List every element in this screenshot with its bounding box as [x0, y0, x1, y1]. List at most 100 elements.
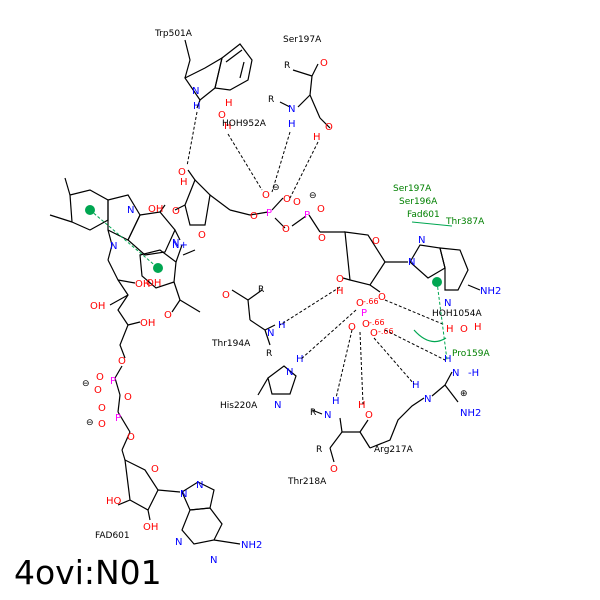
thr218-og-h: H — [358, 400, 366, 411]
ser-og-h-atom: H — [313, 132, 321, 143]
fad-bridge-o: O — [124, 392, 132, 403]
thr218a-residue — [311, 409, 371, 463]
lig-ribose2-o2: O — [336, 274, 344, 285]
lig-ribose-o: O — [198, 230, 206, 241]
his-ne2: N — [286, 367, 293, 378]
ser-n-r-group: R — [268, 95, 274, 105]
thr218-og-atom: O — [365, 410, 373, 421]
hydrogen-bonds — [186, 111, 446, 405]
thr218-r-group: R — [310, 408, 316, 418]
lig-adenine-nh2: NH2 — [480, 286, 501, 297]
thr218a-label: Thr218A — [287, 477, 327, 487]
fad-ribose-oh2: OH — [143, 522, 158, 533]
fad-p2-o3: O — [127, 432, 135, 443]
lig-o5: O — [250, 211, 258, 222]
side-oh: OH — [146, 278, 161, 289]
ser197a-label: Ser197A — [283, 35, 322, 45]
his-h-atom: H — [296, 354, 304, 365]
fad-p1-o2: O — [94, 385, 102, 396]
hoh952a-label: HOH952A — [222, 119, 267, 129]
fad-ribose-oh1: HO — [106, 496, 122, 507]
hydrophobic-ser197a: Ser197A — [393, 184, 432, 194]
fad-p2: P — [115, 413, 121, 424]
ser-carbonyl-o: O — [320, 58, 328, 69]
diagram-title: 4ovi:N01 — [14, 553, 162, 592]
arg217a-label: Arg217A — [374, 445, 414, 455]
hydrophobic-pro159a: Pro159A — [452, 349, 490, 359]
trp501a-residue — [184, 39, 253, 109]
lig-ribose-oh-h: H — [180, 177, 188, 188]
fad-p2-o2: O — [98, 419, 106, 430]
arg-ne: N — [424, 394, 431, 405]
lig-p2-o3: O — [318, 233, 326, 244]
flavin-ring-system — [49, 177, 181, 261]
phos-p: P — [361, 308, 367, 319]
fad-p2-o1: O — [98, 403, 106, 414]
ligand-adenosine — [342, 231, 481, 293]
lig-p1-o: O — [262, 190, 270, 201]
lig-adenine-n1: N — [444, 298, 451, 309]
lig-p2-charge: ⊖ — [309, 191, 317, 201]
his220a-label: His220A — [220, 401, 258, 411]
arg-nh1: N — [452, 368, 459, 379]
lig-p1-o2: O — [283, 194, 291, 205]
flavin-ring-center-2 — [153, 263, 163, 273]
ribityl-oh-2: OH — [90, 301, 105, 312]
thr218-n-atom: N — [324, 410, 331, 421]
pro159a-arc — [413, 329, 447, 343]
thr218-h-atom: H — [332, 396, 340, 407]
hoh1054-h1: H — [446, 324, 454, 335]
thr218-r2: R — [316, 445, 322, 455]
thr218-carbonyl-o: O — [330, 464, 338, 475]
ribityl-chain — [107, 259, 141, 359]
fad-diphosphate — [114, 365, 131, 461]
ribityl-oh-1: OH — [135, 279, 150, 290]
fad-adenosine — [117, 458, 241, 545]
ser-og-atom: O — [325, 122, 333, 133]
hydrophobic-thr387a: Thr387A — [445, 217, 485, 227]
fad-adenine-n3: N — [175, 537, 182, 548]
thr194-h-atom: H — [278, 320, 286, 331]
hoh952-h1: H — [225, 98, 233, 109]
flavin-side-ring — [139, 244, 201, 313]
thr194a-residue — [231, 289, 276, 346]
lig-ribose2-o2-h: H — [336, 286, 344, 297]
arg-charge: ⊕ — [460, 389, 468, 399]
phos-o1: O — [356, 298, 364, 309]
phos-o4: O — [348, 322, 356, 333]
hydrophobic-arc-line — [411, 221, 453, 227]
lig-ribose-oh: O — [178, 167, 186, 178]
ser-n-atom: N — [288, 104, 295, 115]
flavin-oh: OH — [148, 204, 163, 215]
fad-adenine-n9: N — [180, 489, 187, 500]
lig-p1-charge: ⊖ — [272, 183, 280, 193]
side-carbonyl-o: O — [164, 310, 172, 321]
his220a-residue — [257, 365, 297, 396]
thr194-carbonyl-o: O — [222, 290, 230, 301]
fad-adenine-n7: N — [196, 480, 203, 491]
thr194-n-r: R — [266, 349, 272, 359]
lig-adenine-n9: N — [408, 257, 415, 268]
hydrophobic-ser196a: Ser196A — [399, 197, 438, 207]
hoh1054-o: O — [460, 324, 468, 335]
fad-ribose-o: O — [151, 464, 159, 475]
phos-o2: O — [362, 319, 370, 330]
hoh1054-h2: H — [474, 322, 482, 333]
fad-p1-charge: ⊖ — [82, 379, 90, 389]
hoh952-o: O — [218, 110, 226, 121]
phos-o1-charge: -.66 — [363, 297, 379, 306]
lig-adenine-n7: N — [418, 235, 425, 246]
fad-p1-o1: O — [96, 372, 104, 383]
lig-bridge-o: O — [282, 224, 290, 235]
ligand-backbone — [174, 169, 345, 256]
lig-ribose2-o3: O — [378, 292, 386, 303]
fad-adenine-nh2: NH2 — [241, 540, 262, 551]
ribityl-oh-3: OH — [140, 318, 155, 329]
arg-nh1-h2: H — [444, 354, 452, 365]
trp-n-atom: N — [192, 86, 199, 97]
arg-nh1-h: -H — [468, 368, 479, 379]
his-nd1: N — [274, 400, 281, 411]
trp501a-label: Trp501A — [154, 29, 193, 39]
hydrophobic-fad601: Fad601 — [407, 210, 440, 220]
